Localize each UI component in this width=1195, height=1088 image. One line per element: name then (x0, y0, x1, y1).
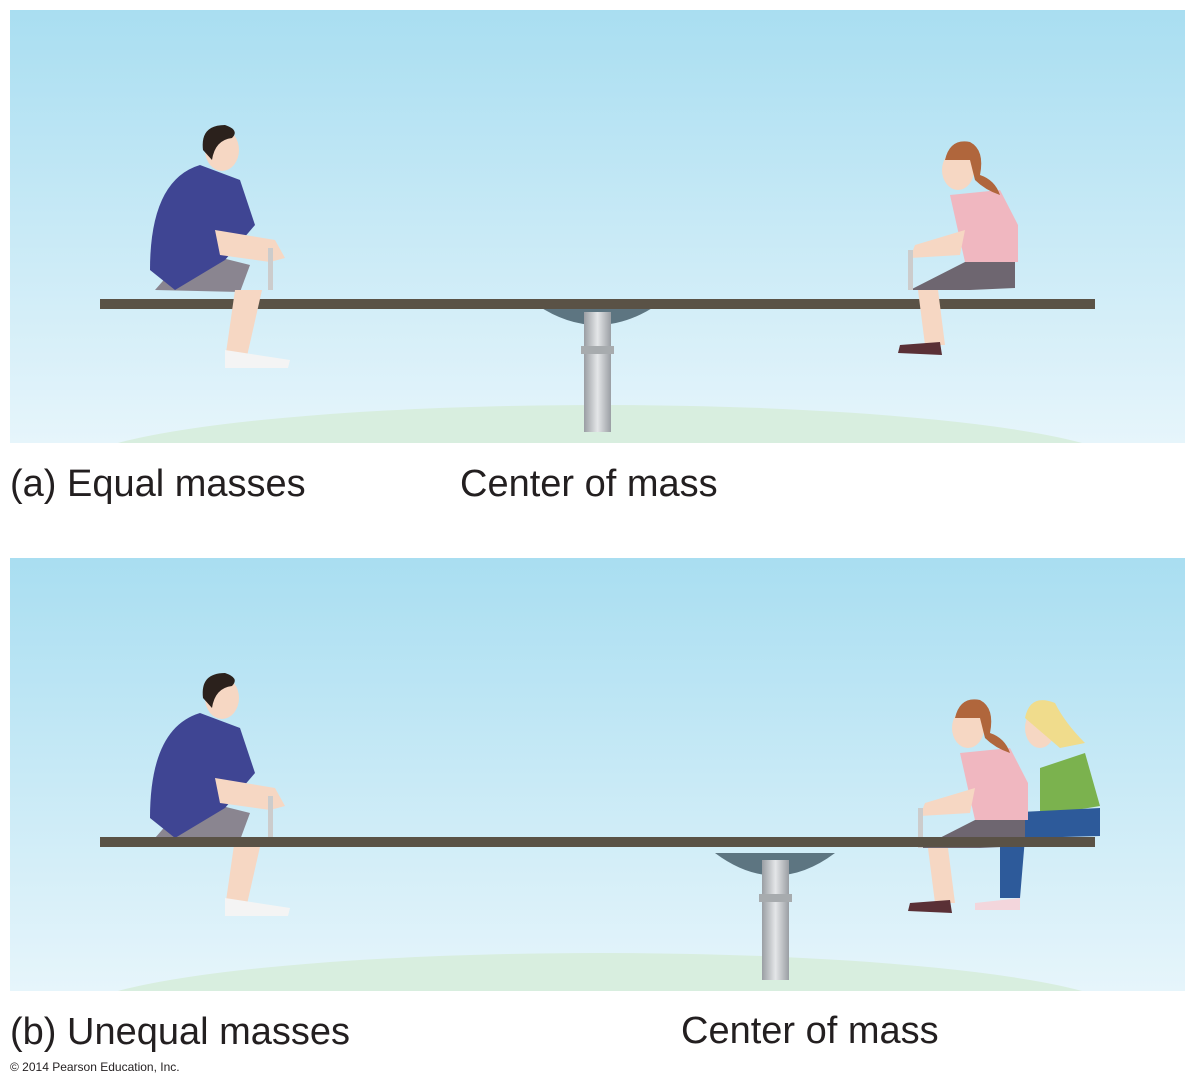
seesaw-plank (100, 299, 1095, 309)
copyright: © 2014 Pearson Education, Inc. (10, 1060, 180, 1074)
caption-b: (b) Unequal masses (10, 1011, 351, 1053)
pivot-collar (581, 346, 614, 354)
center-of-mass-label-b: Center of mass (681, 1010, 939, 1052)
seesaw-plank (100, 837, 1095, 847)
scene-equal-masses (10, 10, 1185, 443)
ground (118, 953, 1082, 991)
pivot-post (762, 860, 789, 980)
pivot-post (584, 312, 611, 432)
center-of-mass-label-a: Center of mass (460, 463, 718, 505)
caption-a: (a) Equal masses (10, 463, 306, 505)
scene-unequal-masses (10, 558, 1185, 991)
pivot-collar (759, 894, 792, 902)
